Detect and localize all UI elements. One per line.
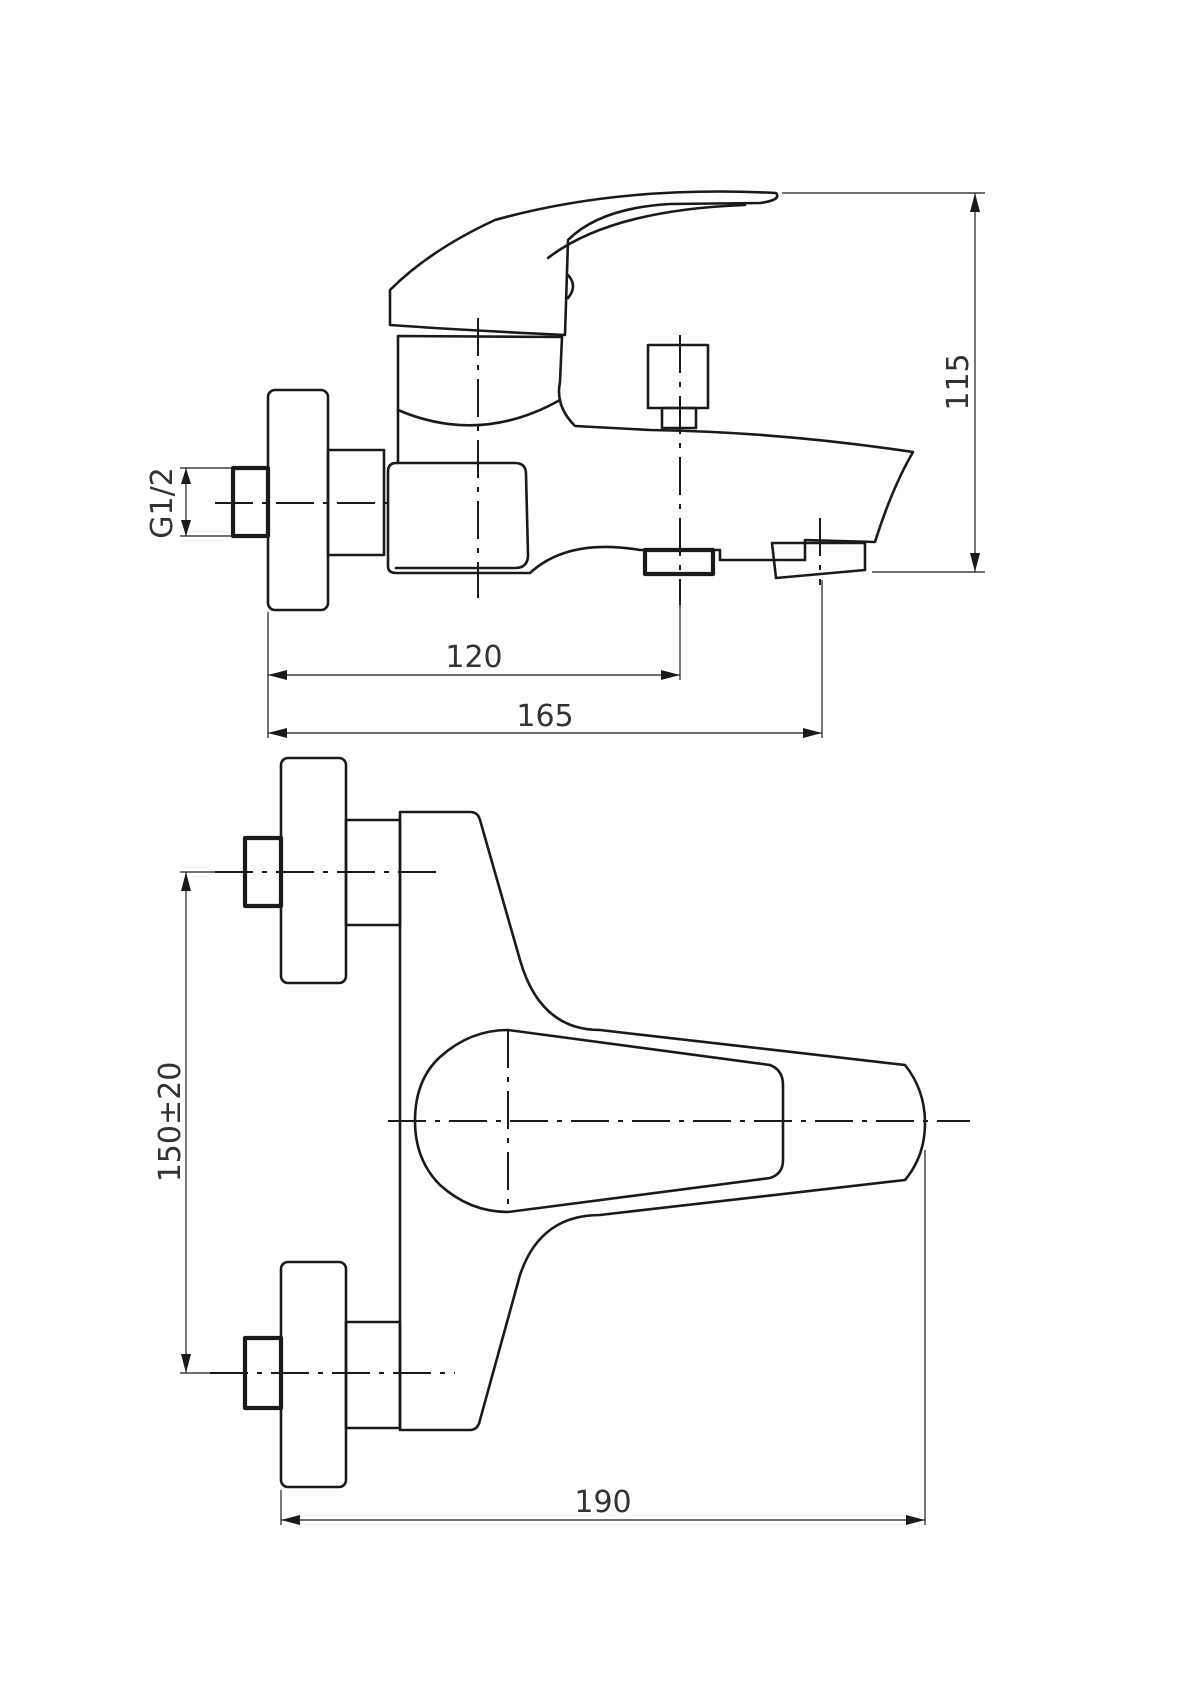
top-main-body xyxy=(398,810,927,1432)
side-view: 115 G1/2 120 165 xyxy=(145,190,985,738)
side-body-window xyxy=(394,461,530,570)
arrow-120-left xyxy=(268,670,287,680)
side-diverter-knob xyxy=(646,343,710,410)
arrow-thread-bottom xyxy=(181,520,191,536)
top-upper-flange xyxy=(279,756,348,985)
side-lever-inner-edge xyxy=(546,203,747,260)
dim-150-label: 150±20 xyxy=(153,1062,188,1183)
side-lever-pivot xyxy=(566,273,575,300)
arrow-150-top xyxy=(181,872,191,891)
side-spout-outlet xyxy=(770,541,867,580)
arrow-115-bottom xyxy=(970,553,980,572)
side-wall-flange xyxy=(266,388,330,612)
top-view: 150±20 190 xyxy=(153,756,970,1525)
arrow-thread-top xyxy=(181,468,191,484)
side-lever-handle xyxy=(388,190,779,337)
arrow-165-right xyxy=(803,728,822,738)
side-main-body xyxy=(386,334,915,575)
arrow-120-right xyxy=(661,670,680,680)
dim-165-label: 165 xyxy=(516,699,573,734)
arrow-115-top xyxy=(970,193,980,212)
top-lower-flange xyxy=(279,1260,348,1489)
dim-120-label: 120 xyxy=(445,640,502,675)
arrow-150-bottom xyxy=(181,1354,191,1373)
top-lever-handle xyxy=(413,1028,785,1214)
arrow-190-left xyxy=(281,1515,300,1525)
arrow-165-left xyxy=(268,728,287,738)
top-lower-connector xyxy=(344,1320,402,1430)
arrow-190-right xyxy=(906,1515,925,1525)
side-cartridge-arc xyxy=(396,398,562,427)
dim-thread-label: G1/2 xyxy=(145,467,180,539)
dim-190-label: 190 xyxy=(574,1485,631,1520)
dim-115-label: 115 xyxy=(941,353,976,410)
